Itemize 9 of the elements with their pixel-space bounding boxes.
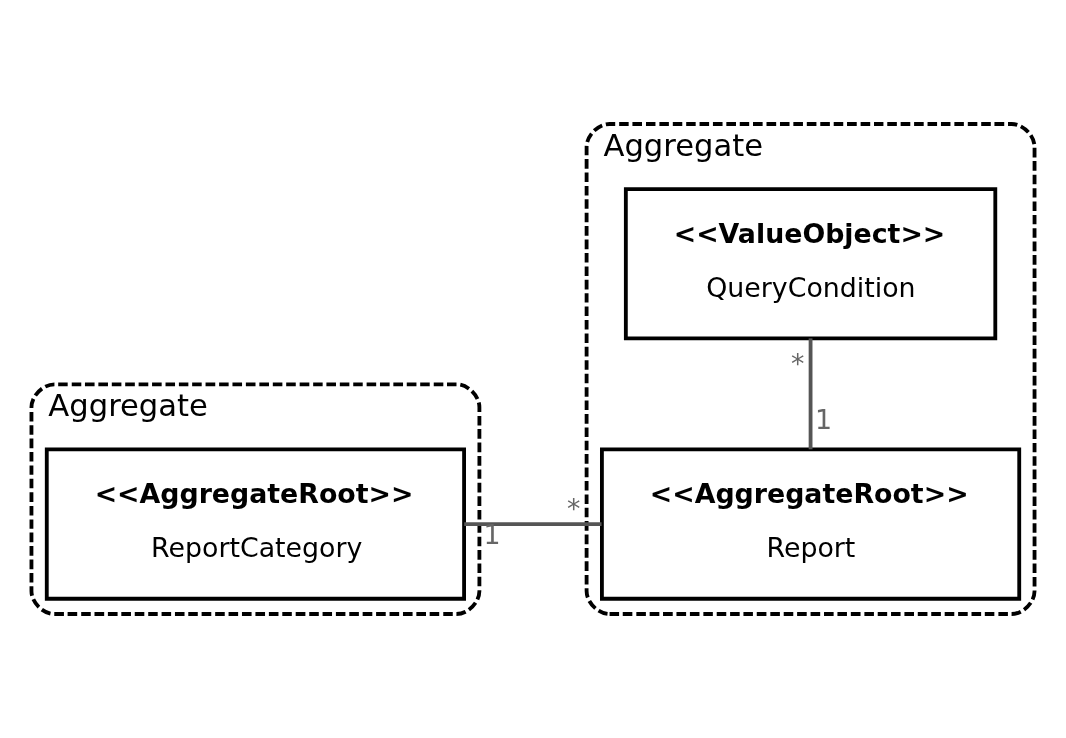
label: 1 bbox=[814, 403, 833, 435]
connector bbox=[808, 338, 813, 450]
node-box: <<AggregateRoot>> ReportCategory bbox=[44, 447, 466, 601]
node-box: <<ValueObject>> QueryCondition bbox=[623, 187, 998, 341]
label: * bbox=[567, 493, 581, 525]
label: * bbox=[790, 348, 805, 380]
node-box: <<AggregateRoot>> Report bbox=[600, 447, 1022, 601]
connector bbox=[464, 522, 602, 526]
label: 1 bbox=[483, 519, 501, 551]
